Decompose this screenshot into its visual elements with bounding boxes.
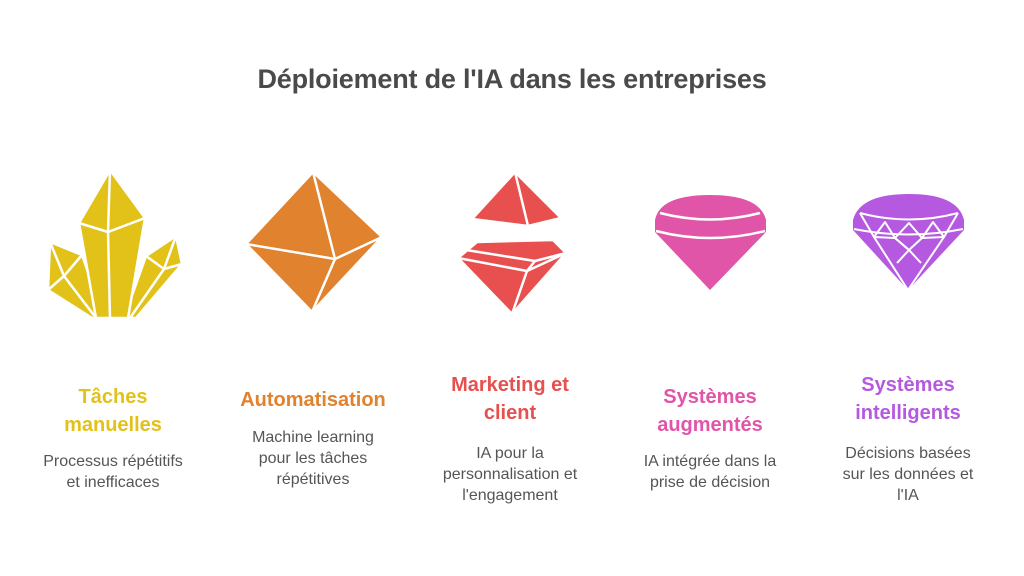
- stage-desc-line: Décisions basées: [845, 445, 971, 462]
- stage-desc-line: et inefficaces: [66, 474, 160, 491]
- stage-description: IA intégrée dans la prise de décision: [610, 451, 810, 493]
- stage-systemes-intelligents: Systèmes intelligents Décisions basées s…: [808, 371, 1008, 506]
- stage-desc-line: prise de décision: [649, 474, 771, 491]
- stage-desc-line: répétitives: [276, 471, 350, 488]
- stage-title: Systèmes augmentés: [610, 383, 810, 439]
- stage-description: Décisions basées sur les données et l'IA: [808, 443, 1008, 506]
- stage-title-line: Automatisation: [240, 389, 386, 411]
- stage-description: Processus répétitifs et inefficaces: [13, 451, 213, 493]
- stage-title-line: Marketing et: [451, 374, 569, 396]
- polished-gem-icon: [655, 195, 766, 290]
- stage-title-line: Systèmes: [663, 386, 757, 408]
- stage-title: Tâches manuelles: [13, 383, 213, 439]
- stage-title: Marketing et client: [410, 371, 610, 427]
- stage-desc-line: sur les données et: [842, 466, 974, 483]
- stage-tasks-manuelles: Tâches manuelles Processus répétitifs et…: [13, 383, 213, 493]
- stage-description: IA pour la personnalisation et l'engagem…: [410, 443, 610, 506]
- stage-desc-line: Processus répétitifs: [43, 453, 183, 470]
- split-gem-icon: [456, 170, 568, 316]
- octahedron-gem-icon: [244, 170, 384, 314]
- stage-systemes-augmentes: Systèmes augmentés IA intégrée dans la p…: [610, 383, 810, 493]
- stage-title-line: manuelles: [64, 414, 162, 436]
- stage-desc-line: l'engagement: [462, 487, 558, 504]
- stage-marketing-client: Marketing et client IA pour la personnal…: [410, 371, 610, 506]
- stage-desc-line: personnalisation et: [442, 466, 578, 483]
- stage-desc-line: pour les tâches: [258, 450, 368, 467]
- stage-title-line: intelligents: [855, 402, 961, 424]
- stage-desc-line: Machine learning: [252, 429, 374, 446]
- stage-title: Systèmes intelligents: [808, 371, 1008, 427]
- stage-description: Machine learning pour les tâches répétit…: [213, 427, 413, 490]
- stage-title-line: augmentés: [657, 414, 763, 436]
- stage-title-line: Tâches: [78, 386, 148, 408]
- stage-desc-line: IA intégrée dans la: [643, 453, 777, 470]
- stage-title-line: client: [483, 402, 537, 424]
- stage-desc-line: l'IA: [897, 487, 919, 504]
- stage-title: Automatisation: [213, 386, 413, 414]
- stage-title-line: Systèmes: [861, 374, 955, 396]
- crystal-cluster-icon: [46, 168, 184, 320]
- faceted-diamond-icon: [853, 194, 964, 291]
- stage-desc-line: IA pour la: [476, 445, 544, 462]
- stage-automatisation: Automatisation Machine learning pour les…: [213, 386, 413, 490]
- page-title: Déploiement de l'IA dans les entreprises: [257, 64, 767, 94]
